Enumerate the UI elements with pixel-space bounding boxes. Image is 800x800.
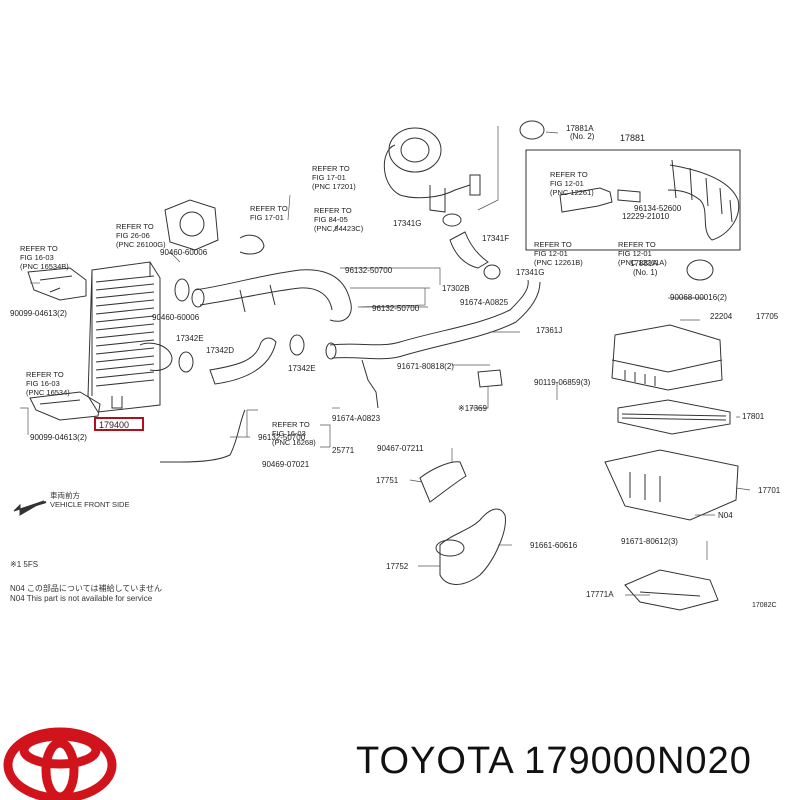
toyota-logo — [3, 727, 117, 800]
part-label: 96134-52600 — [634, 204, 682, 213]
intake-pipe-drawing — [191, 269, 352, 322]
part-label: 179400 — [99, 420, 130, 430]
figure-code: 17082C — [752, 602, 777, 609]
part-label: 96132-50700 — [345, 266, 393, 275]
part-label: 17361J — [536, 326, 563, 335]
part-note: (No. 1) — [633, 268, 658, 277]
part-label: 17751 — [376, 476, 399, 485]
clamp-drawing — [483, 264, 501, 280]
part-note: (No. 2) — [570, 132, 595, 141]
part-label: 91671-80612(3) — [621, 537, 678, 546]
part-label: 17302B — [442, 284, 470, 293]
air-cleaner-case-drawing — [604, 449, 739, 521]
part-label: 17752 — [386, 562, 409, 571]
part-label: 17341G — [393, 219, 422, 228]
part-label: 90099-04613(2) — [30, 433, 87, 442]
part-label: N04 — [718, 511, 733, 520]
footnote: N04 この部品については補給していません — [10, 584, 163, 593]
outlet-pipe-drawing — [325, 279, 541, 360]
part-label: 96132-50700 — [258, 433, 306, 442]
sensor-wire-drawing — [160, 409, 246, 463]
part-label: 12229-21010 — [622, 212, 670, 221]
part-label: 90467-07211 — [377, 444, 424, 453]
part-label: 17771A — [586, 590, 614, 599]
resonator-drawing — [435, 508, 506, 585]
part-label: ※17369 — [458, 404, 487, 413]
hose-drawing — [209, 337, 277, 385]
part-label: 17342D — [206, 346, 235, 355]
clamp-drawing — [174, 278, 190, 302]
clamp-drawing — [519, 120, 545, 140]
clamp-drawing — [686, 259, 714, 281]
part-label: 90068-00016(2) — [670, 293, 727, 302]
part-label: 91674-A0825 — [460, 298, 509, 307]
intake-duct-drawing — [419, 461, 467, 503]
part-number-title: TOYOTA 179000N020 — [356, 740, 752, 782]
part-label: 91661-60616 — [530, 541, 578, 550]
part-label: 90460-60006 — [160, 248, 208, 257]
part-label: 17701 — [758, 486, 781, 495]
part-label: 17801 — [742, 412, 765, 421]
part-label: 91674-A0823 — [332, 414, 381, 423]
hose-upper-drawing — [449, 231, 489, 269]
clamp-drawing — [442, 213, 462, 227]
inset-frame — [525, 149, 741, 251]
intercooler-drawing — [87, 261, 173, 413]
part-label: 96132-50700 — [372, 304, 420, 313]
part-label: 17342E — [288, 364, 316, 373]
part-label: 17881A — [566, 124, 594, 133]
part-label: 22204 — [710, 312, 733, 321]
part-label: 17341G — [516, 268, 545, 277]
bracket-bottom-drawing — [29, 391, 101, 421]
part-label: 17342E — [176, 334, 204, 343]
lower-bracket-drawing — [624, 569, 719, 611]
inset-fitting-drawing — [617, 189, 641, 203]
part-label: 17341F — [482, 234, 510, 243]
part-label: 90469-07021 — [262, 460, 310, 469]
inset-hose-drawing — [559, 187, 613, 213]
throttle-body-drawing — [164, 199, 265, 255]
turbo-drawing — [383, 127, 481, 213]
part-label: 25771 — [332, 446, 355, 455]
part-label: 17881 — [620, 133, 646, 143]
air-hose-drawing — [667, 159, 740, 241]
bracket-top-drawing — [27, 267, 87, 301]
air-filter-drawing — [617, 399, 731, 435]
direction-label-jp: 車両前方 — [50, 491, 80, 500]
part-label: 90460-60006 — [152, 313, 200, 322]
wire-drawing — [361, 359, 379, 409]
bracket-drawing — [477, 369, 503, 388]
direction-label-en: VEHICLE FRONT SIDE — [50, 500, 130, 509]
part-label: 90099-04613(2) — [10, 309, 67, 318]
footnote: N04 This part is not available for servi… — [10, 594, 153, 603]
part-label: 17705 — [756, 312, 779, 321]
target-part-highlight: 179400 — [94, 417, 144, 431]
part-label: 90119-06859(3) — [534, 378, 591, 387]
clamp-drawing — [178, 351, 194, 373]
part-label: 91671-80818(2) — [397, 362, 454, 371]
footnote: ※1 5FS — [10, 560, 39, 569]
air-cleaner-cap-drawing — [611, 324, 723, 391]
clamp-drawing — [289, 334, 305, 356]
part-label: 17881A — [630, 259, 658, 268]
